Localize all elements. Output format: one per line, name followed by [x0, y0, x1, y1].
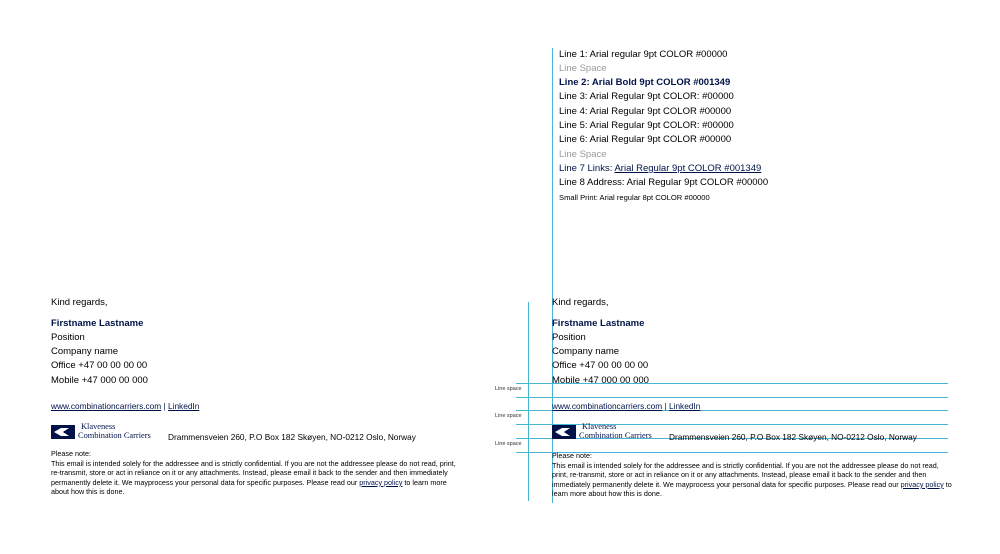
spec-line-1: Line 1: Arial regular 9pt COLOR #00000 — [559, 49, 728, 60]
right-name: Firstname Lastname — [552, 318, 645, 329]
left-note-body-wrap: This email is intended solely for the ad… — [51, 459, 456, 497]
line-space-label-1: Line space — [495, 386, 522, 392]
left-company: Company name — [51, 346, 119, 357]
left-links: www.combinationcarriers.com | LinkedIn — [51, 401, 199, 411]
right-link-separator: | — [664, 401, 667, 411]
left-linkedin-link[interactable]: LinkedIn — [167, 401, 200, 411]
right-note-end: to learn more about how this is done. — [552, 479, 952, 499]
guide-line-1 — [516, 383, 948, 384]
right-klaveness-logo-icon — [552, 425, 576, 439]
right-company: Company name — [552, 346, 620, 357]
left-logo-text: Klaveness Combination Carriers — [78, 422, 151, 440]
guide-line-6 — [516, 452, 948, 453]
spec-line-8: Line 8 Address: Arial Regular 9pt COLOR … — [559, 177, 769, 188]
left-logo-line1: Klaveness — [81, 422, 116, 431]
line-space-label-2: Line space — [495, 413, 522, 419]
right-linkedin-link[interactable]: LinkedIn — [668, 401, 701, 411]
left-address: Drammensveien 260, P.O Box 182 Skøyen, N… — [168, 432, 416, 442]
right-note-body-wrap: This email is intended solely for the ad… — [552, 461, 952, 499]
right-logo-line1: Klaveness — [582, 422, 617, 431]
left-note-end: to learn more about how this is done. — [51, 477, 447, 497]
guide-line-2 — [516, 397, 948, 398]
guide-line-3 — [516, 410, 948, 411]
right-position: Position — [552, 332, 586, 343]
guide-line-5 — [516, 438, 948, 439]
left-greeting: Kind regards, — [51, 297, 108, 308]
spec-line-space-2: Line Space — [559, 149, 607, 160]
right-office: Office +47 00 00 00 00 — [552, 360, 649, 371]
spec-line-3: Line 3: Arial Regular 9pt COLOR: #00000 — [559, 91, 734, 102]
right-logo-text: Klaveness Combination Carriers — [579, 422, 652, 440]
left-link-separator: | — [163, 401, 166, 411]
spec-line-7-prefix: Line 7 Links: — [559, 163, 615, 174]
guide-vertical-top — [552, 48, 553, 503]
left-position: Position — [51, 332, 85, 343]
left-name: Firstname Lastname — [51, 318, 144, 329]
spec-line-7: Line 7 Links: Arial Regular 9pt COLOR #0… — [559, 162, 761, 176]
right-links: www.combinationcarriers.com | LinkedIn — [552, 401, 700, 411]
left-logo-line2: Combination Carriers — [78, 430, 151, 440]
left-privacy-link[interactable]: privacy policy — [359, 477, 403, 487]
right-note-title: Please note: — [552, 451, 592, 460]
right-address: Drammensveien 260, P.O Box 182 Skøyen, N… — [669, 432, 917, 442]
guide-line-4 — [516, 424, 948, 425]
left-office: Office +47 00 00 00 00 — [51, 360, 148, 371]
spec-line-4: Line 4: Arial Regular 9pt COLOR #00000 — [559, 106, 732, 117]
spec-line-2: Line 2: Arial Bold 9pt COLOR #001349 — [559, 77, 731, 88]
left-klaveness-logo-icon — [51, 425, 75, 439]
right-logo-line2: Combination Carriers — [579, 430, 652, 440]
spec-line-7-link[interactable]: Arial Regular 9pt COLOR #001349 — [614, 163, 762, 174]
right-website-link[interactable]: www.combinationcarriers.com — [552, 401, 663, 411]
right-mobile: Mobile +47 000 00 000 — [552, 375, 649, 386]
right-note-body: This email is intended solely for the ad… — [552, 460, 939, 489]
left-mobile: Mobile +47 000 00 000 — [51, 375, 148, 386]
guide-vertical-left — [528, 302, 529, 501]
left-note: Please note: This email is intended sole… — [51, 449, 456, 497]
spec-line-5: Line 5: Arial Regular 9pt COLOR: #00000 — [559, 120, 734, 131]
left-website-link[interactable]: www.combinationcarriers.com — [51, 401, 162, 411]
spec-line-6: Line 6: Arial Regular 9pt COLOR #00000 — [559, 134, 732, 145]
spec-line-space-1: Line Space — [559, 63, 607, 74]
line-space-label-3: Line space — [495, 441, 522, 447]
right-note: Please note: This email is intended sole… — [552, 451, 952, 499]
right-privacy-link[interactable]: privacy policy — [900, 479, 944, 489]
spec-small-print: Small Print: Arial regular 8pt COLOR #00… — [559, 193, 710, 202]
left-note-title: Please note: — [51, 449, 91, 458]
left-note-body: This email is intended solely for the ad… — [51, 458, 456, 487]
right-greeting: Kind regards, — [552, 297, 609, 308]
